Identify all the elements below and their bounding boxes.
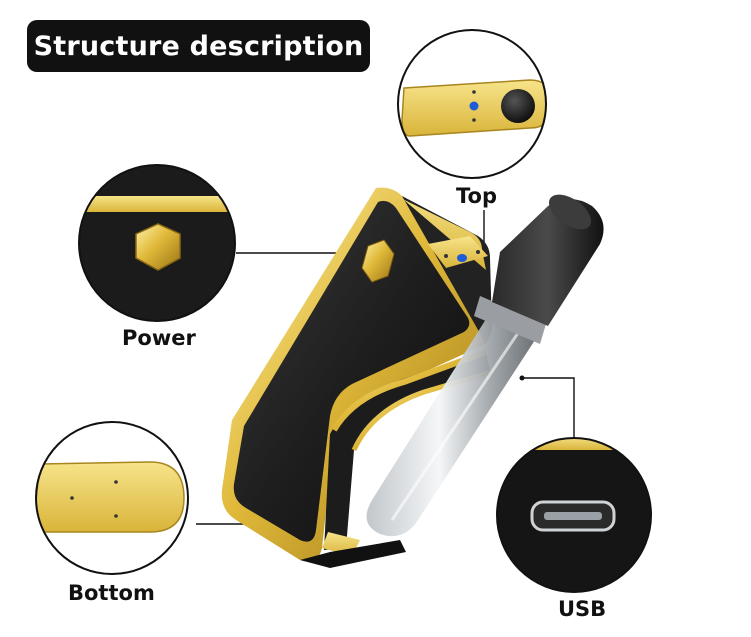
top-indicator-light — [469, 101, 479, 111]
label-bottom: Bottom — [68, 581, 155, 605]
indicator-light — [457, 254, 467, 262]
mouthpiece — [492, 199, 604, 326]
glass-tank — [366, 300, 548, 537]
label-usb: USB — [558, 597, 607, 621]
label-power: Power — [122, 326, 196, 350]
leader-usb — [524, 377, 575, 438]
page-title: Structure description — [27, 20, 370, 72]
power-callout — [78, 164, 236, 322]
bottom-callout — [35, 421, 189, 575]
device-front-panel — [233, 200, 470, 542]
top-callout — [397, 29, 547, 179]
device-body — [221, 187, 604, 568]
power-callout-hex — [135, 223, 181, 271]
usb-callout — [496, 437, 652, 593]
leader-dot-usb — [519, 375, 525, 381]
power-button-hex — [361, 239, 395, 283]
top-adjust-knob — [501, 89, 535, 123]
label-top: Top — [456, 184, 497, 208]
